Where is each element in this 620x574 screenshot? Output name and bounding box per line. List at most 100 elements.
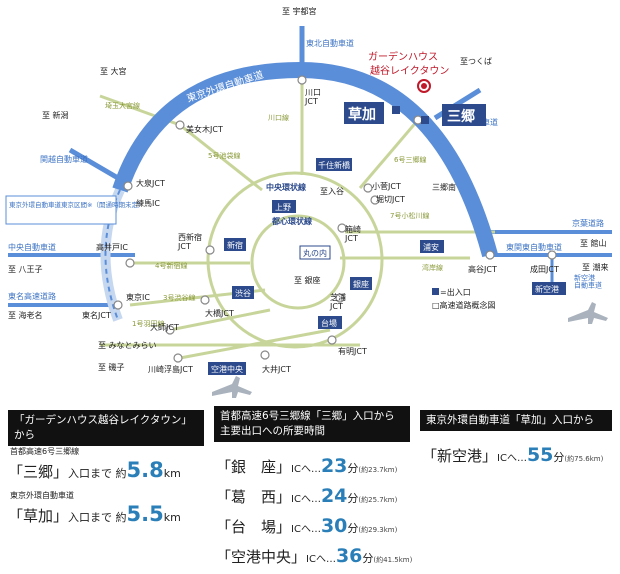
- label-wangan: 湾岸線: [422, 263, 443, 272]
- ramp-kuko-chuo: 空港中央: [211, 364, 243, 374]
- expressway-map: 東京外環自動車道 常磐自動車道 ガーデンハウス 越谷レイクタウン 至 宇都宮 至…: [5, 6, 612, 398]
- jct-horikiri: 堀切JCT: [376, 195, 405, 204]
- dest-hachioji: 至 八王子: [8, 265, 43, 274]
- ramp-daiba-box: [318, 316, 342, 329]
- time-row: 「葛 西」ICへ…24分(約25.7km): [216, 485, 397, 507]
- dest-ebina: 至 海老名: [8, 310, 43, 320]
- ramp-ginza-box: [350, 277, 372, 290]
- time-row: 「銀 座」ICへ…23分(約23.7km): [216, 455, 397, 477]
- jct-bijogi: 美女木JCT: [186, 124, 223, 134]
- row-km: (約29.3km): [358, 526, 398, 534]
- label-keiyo: 京葉道路: [572, 218, 604, 228]
- row-km: (約25.7km): [358, 496, 398, 504]
- ramp-soka-box: [344, 102, 384, 124]
- label-tohoku: 東北自動車道: [306, 38, 354, 48]
- property-name-1: ガーデンハウス: [368, 50, 438, 63]
- row-ic: ICへ…: [291, 524, 321, 535]
- jct-tomei: 東名JCT: [82, 310, 111, 320]
- row-ic: ICへ…: [306, 554, 336, 565]
- ramp-senju-box: [316, 158, 352, 171]
- row-km: (約23.7km): [358, 466, 398, 474]
- junction-nodes: [113, 75, 557, 363]
- row-name: 「空港中央」: [216, 548, 307, 566]
- left-item2: 「草加」入口まで 約5.5km: [8, 502, 181, 526]
- jct-daishi: 大師JCT: [150, 322, 179, 332]
- ramp-shinjuku-box: [224, 238, 246, 251]
- row-name: 「銀 座」: [216, 458, 292, 476]
- ramp-marunouchi: 丸の内: [303, 248, 327, 258]
- ic-tokyo: 東京IC: [126, 292, 150, 302]
- label-ikebukuro: 5号池袋線: [208, 151, 240, 160]
- ramp-shibuya-box: [232, 286, 254, 299]
- row-km: (約41.5km): [373, 556, 413, 564]
- row-unit: 分: [347, 462, 359, 475]
- label-central-loop: 中央環状線: [266, 182, 306, 192]
- ramp-marunouchi-box: [299, 245, 331, 260]
- airplane-icon-2: [568, 302, 608, 324]
- legend-exit-icon: [432, 288, 439, 295]
- gaikan-ring: [112, 61, 498, 258]
- property-dot-icon: [421, 83, 427, 89]
- ramp-shinkuko-box: [532, 282, 566, 295]
- label-shibuya-line: 3号渋谷線: [163, 293, 195, 302]
- ramp-kuko-chuo-box: [208, 362, 246, 375]
- legend-exit: =出入口: [440, 287, 471, 297]
- right-ic: ICへ…: [497, 453, 527, 464]
- jct-koya: 高谷JCT: [468, 264, 497, 274]
- label-inner-loop: 都心環状線: [271, 216, 312, 226]
- label-iriya: 至入谷: [320, 187, 344, 196]
- jct-ariake: 有明JCT: [338, 346, 367, 356]
- label-misato-line: 6号三郷線: [394, 155, 426, 164]
- unopened-note-box: [5, 195, 117, 225]
- left-item2-unit: km: [163, 511, 181, 524]
- left-item1: 「三郷」入口まで 約5.8km: [8, 458, 181, 482]
- left-item2-value: 5.5: [126, 502, 164, 526]
- ramp-urayasu-box: [420, 240, 444, 253]
- left-item1-value: 5.8: [126, 458, 164, 482]
- ramp-daiba: 台場: [321, 318, 337, 328]
- jct-kawasaki: 川崎浮島JCT: [148, 364, 193, 374]
- label-haneda-line: 1号羽田線: [132, 319, 164, 328]
- left-item1-name: 「三郷」: [8, 463, 69, 481]
- ramp-urayasu: 浦安: [423, 242, 439, 252]
- dest-shiohama: 至 潮来: [582, 262, 609, 272]
- ramp-misato-box: [442, 104, 486, 126]
- dest-tsukuba: 至つくば: [460, 57, 492, 66]
- jct-ohashi: 大橋JCT: [205, 308, 234, 318]
- label-misato-minami: 三郷南: [432, 182, 456, 192]
- ic-nerima: 練馬IC: [136, 198, 160, 208]
- ramp-ueno: 上野: [275, 203, 291, 212]
- ramp-misato: 三郷: [447, 109, 475, 125]
- row-name: 「葛 西」: [216, 488, 292, 506]
- time-row: 「台 場」ICへ…30分(約29.3km): [216, 515, 397, 537]
- ramp-shinkuko: 新空港: [535, 284, 559, 294]
- middle-header-line1: 首都高速6号三郷線「三郷」入口から: [220, 410, 395, 422]
- ramp-ueno-box: [272, 200, 296, 213]
- ramp-ginza: 銀座: [353, 279, 369, 289]
- property-name-2: 越谷レイクタウン: [370, 64, 449, 77]
- label-kanetsu: 関越自動車道: [40, 154, 88, 164]
- row-unit: 分: [347, 522, 359, 535]
- right-unit: 分: [553, 451, 565, 464]
- ramp-soka: 草加: [348, 106, 376, 123]
- gaikan-unopened-dash: [104, 189, 121, 321]
- left-item1-caption: 首都高速6号三郷線: [10, 447, 80, 456]
- dest-utsunomiya: 至 宇都宮: [282, 6, 317, 16]
- row-unit: 分: [347, 492, 359, 505]
- unopened-note: 東京外環自動車道東京区間※（開通時期未定）: [9, 200, 144, 209]
- left-item2-caption: 東京外環自動車道: [10, 491, 74, 500]
- label-shinkuko-expressway: 新空港自動車道: [574, 273, 602, 290]
- middle-panel-header: 首都高速6号三郷線「三郷」入口から 主要出口への所要時間: [214, 406, 410, 442]
- soka-exit-icon: [392, 106, 400, 114]
- row-time: 24: [320, 485, 348, 507]
- row-name: 「台 場」: [216, 518, 292, 536]
- ramp-shibuya: 渋谷: [235, 288, 251, 298]
- label-kawaguchi-line: 川口線: [268, 113, 289, 122]
- jct-oizumi: 大泉JCT: [136, 178, 165, 188]
- airplane-icon: [212, 376, 252, 398]
- right-name: 「新空港」: [422, 447, 498, 465]
- right-time: 55: [526, 444, 554, 466]
